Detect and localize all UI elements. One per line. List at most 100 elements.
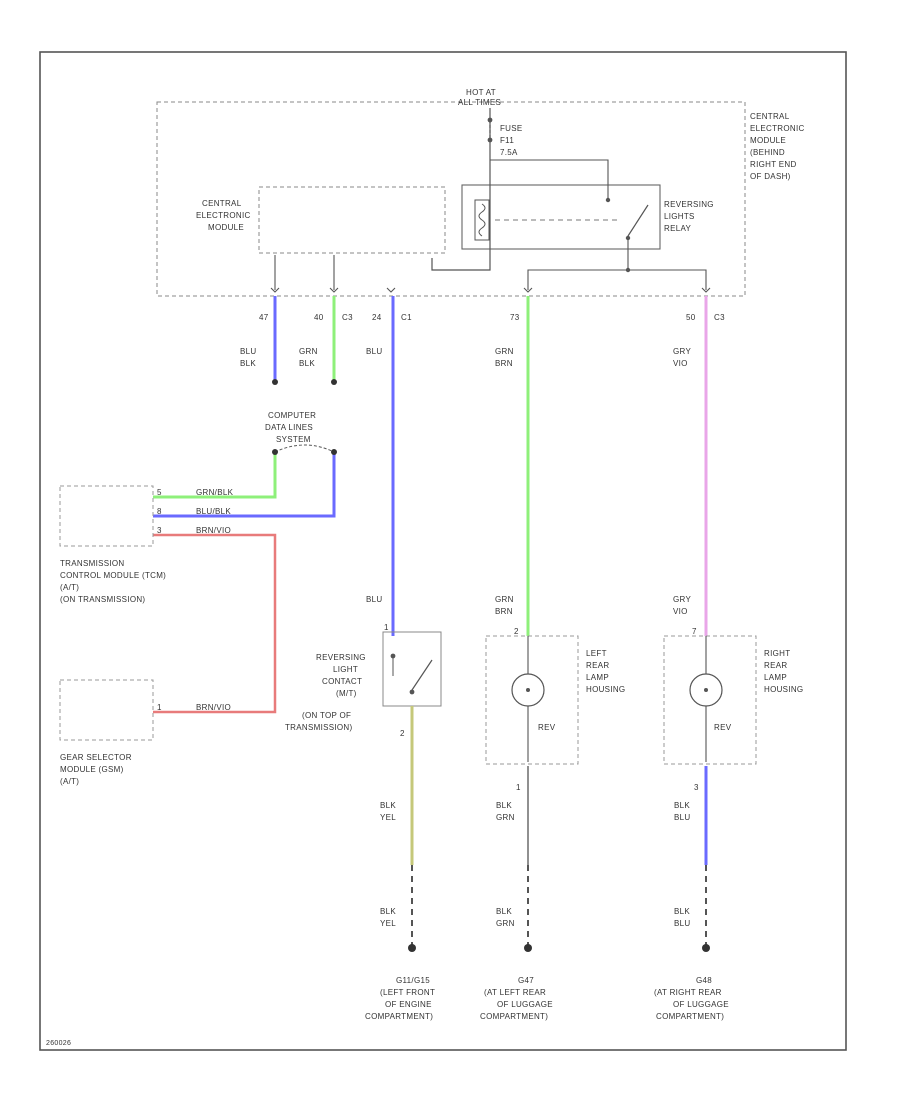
wire-label-grn-mid-1: BRN <box>495 607 513 616</box>
tcm-pin-8: 8 <box>157 507 162 516</box>
tcm-label-2: (A/T) <box>60 583 79 592</box>
fuse-label: FUSE <box>500 124 523 133</box>
wire-label-blk-grn2-0: BLK <box>496 907 512 916</box>
hot-label: HOT AT <box>466 88 496 97</box>
diagram-id: 260026 <box>46 1040 71 1047</box>
right-bulb-center <box>704 688 708 692</box>
data-line-blue <box>153 452 336 518</box>
pin-24: 24 <box>372 313 382 322</box>
right-lamp-label-2: LAMP <box>764 673 787 682</box>
cem-block-label-0: CENTRAL <box>750 112 790 121</box>
ground-g3-label-0: G48 <box>696 976 712 985</box>
ground-g2-dot <box>524 944 532 952</box>
wire-label-blu-blk-0: BLU <box>240 347 256 356</box>
wire-label-grn-mid-0: GRN <box>495 595 514 604</box>
gsm-box <box>59 679 154 741</box>
ground-g1-label-2: OF ENGINE <box>385 1000 432 1009</box>
computer-lines-2: SYSTEM <box>276 435 311 444</box>
cem-block-label-1: ELECTRONIC <box>750 124 805 133</box>
tcm-label-3: (ON TRANSMISSION) <box>60 595 145 604</box>
switch-label-2: CONTACT <box>322 677 362 686</box>
gsm-wire-brn-vio: BRN/VIO <box>196 703 231 712</box>
cem-block-label-4: RIGHT END <box>750 160 797 169</box>
fuse-node-bottom <box>487 137 493 143</box>
tcm-pin-5: 5 <box>157 488 162 497</box>
pin-73: 73 <box>510 313 520 322</box>
switch-label-5: TRANSMISSION) <box>285 723 352 732</box>
relay-contact-node <box>605 197 611 203</box>
ground-g1-dot <box>408 944 416 952</box>
switch-label-3: (M/T) <box>336 689 357 698</box>
wire-label-blk-blu2-0: BLK <box>674 907 690 916</box>
connector-c3b: C3 <box>714 313 725 322</box>
switch-node-bottom <box>409 689 415 695</box>
gsm-label-2: (A/T) <box>60 777 79 786</box>
cem-inner-box <box>258 186 446 254</box>
ground-g3-dot <box>702 944 710 952</box>
wire-label-gry-mid-0: GRY <box>673 595 691 604</box>
right-lamp-box <box>663 635 757 765</box>
all-times-label: ALL TIMES <box>458 98 501 107</box>
wire-label-blk-yel-1: YEL <box>380 813 396 822</box>
tcm-label-1: CONTROL MODULE (TCM) <box>60 571 166 580</box>
relay-output-node <box>625 267 631 273</box>
wire-label-blu-blk-1: BLK <box>240 359 256 368</box>
right-lamp-label-3: HOUSING <box>764 685 803 694</box>
wire-label-blu: BLU <box>366 347 382 356</box>
left-bulb-center <box>526 688 530 692</box>
ground-g1-label-1: (LEFT FRONT <box>380 988 435 997</box>
wire-label-blk-yel2-0: BLK <box>380 907 396 916</box>
switch-pin-2: 2 <box>400 729 405 738</box>
relay-label-0: REVERSING <box>664 200 714 209</box>
relay-switch-arm <box>627 204 649 237</box>
wire-label-blk-blu-1: BLU <box>674 813 690 822</box>
switch-arm <box>411 659 433 691</box>
wire-label-blk-grn-0: BLK <box>496 801 512 810</box>
ground-g3-label-2: OF LUGGAGE <box>673 1000 729 1009</box>
ground-g1-label-3: COMPARTMENT) <box>365 1012 433 1021</box>
wire-label-blk-grn2-1: GRN <box>496 919 515 928</box>
ground-g2-label-2: OF LUGGAGE <box>497 1000 553 1009</box>
right-lamp-pin-3: 3 <box>694 783 699 792</box>
right-rev-label: REV <box>714 723 732 732</box>
pin-dot-40 <box>331 379 337 385</box>
right-lamp-pin-7: 7 <box>692 627 697 636</box>
wire-label-blu-mid: BLU <box>366 595 382 604</box>
wire-label-gry-vio-0: GRY <box>673 347 691 356</box>
left-lamp-pin-2: 2 <box>514 627 519 636</box>
connector-c1: C1 <box>401 313 412 322</box>
fuse-node-top <box>487 117 493 123</box>
fuse-feed-wire <box>431 108 491 271</box>
connector-c3a: C3 <box>342 313 353 322</box>
pin-50: 50 <box>686 313 696 322</box>
fuse-num-label: F11 <box>500 136 514 145</box>
right-lamp-label-0: RIGHT <box>764 649 790 658</box>
wire-label-blk-yel-0: BLK <box>380 801 396 810</box>
switch-box <box>382 631 442 707</box>
data-line-red <box>153 533 277 714</box>
left-lamp-box <box>485 635 579 765</box>
tcm-pin-3: 3 <box>157 526 162 535</box>
gsm-label-0: GEAR SELECTOR <box>60 753 132 762</box>
cem-connectors <box>270 255 711 293</box>
tcm-wire-grn-blk: GRN/BLK <box>196 488 234 497</box>
cem-block-label-3: (BEHIND <box>750 148 785 157</box>
ground-g2-label-1: (AT LEFT REAR <box>484 988 546 997</box>
wire-label-blk-blu2-1: BLU <box>674 919 690 928</box>
cem-inner-label-1: ELECTRONIC <box>196 211 251 220</box>
relay-feed <box>490 159 609 200</box>
relay-coil-winding <box>478 203 486 237</box>
relay-label-1: LIGHTS <box>664 212 695 221</box>
wire-label-gry-vio-1: VIO <box>673 359 688 368</box>
diagram-frame <box>39 51 847 1051</box>
tcm-box <box>59 485 154 547</box>
right-lamp-label-1: REAR <box>764 661 787 670</box>
switch-label-0: REVERSING <box>316 653 366 662</box>
left-lamp-pin-1: 1 <box>516 783 521 792</box>
relay-output-wire <box>527 238 707 290</box>
wire-label-grn-blk-1: BLK <box>299 359 315 368</box>
left-lamp-label-3: HOUSING <box>586 685 625 694</box>
wire-label-grn-brn-1: BRN <box>495 359 513 368</box>
tcm-label-0: TRANSMISSION <box>60 559 125 568</box>
